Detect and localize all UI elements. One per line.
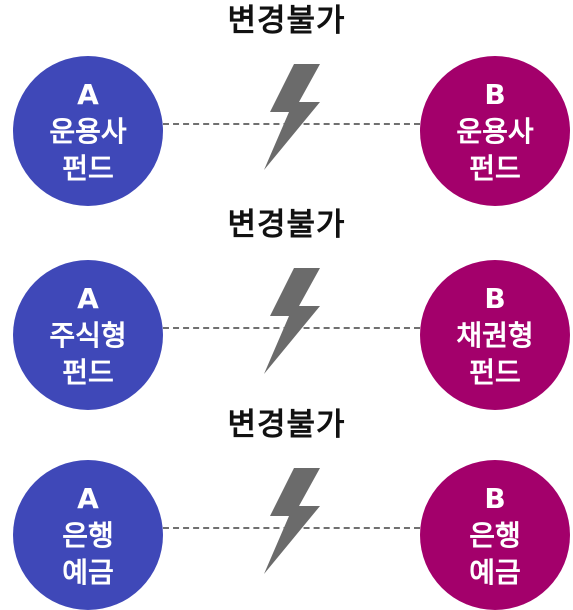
lightning-bolt-icon — [264, 468, 320, 574]
comparison-row-2: 변경불가 A 주식형 펀드 B 채권형 펀드 — [0, 204, 573, 410]
circle-letter: B — [484, 281, 506, 315]
circle-label-line1: 운용사 — [49, 114, 127, 148]
lightning-bolt-icon — [264, 64, 320, 170]
row-title: 변경불가 — [227, 407, 346, 443]
right-circle: B 운용사 펀드 — [420, 56, 570, 206]
row-title: 변경불가 — [227, 207, 346, 243]
circle-label-line2: 예금 — [62, 555, 114, 589]
left-circle: A 운용사 펀드 — [13, 56, 163, 206]
left-circle: A 주식형 펀드 — [13, 260, 163, 410]
circle-label-line2: 펀드 — [62, 355, 114, 389]
lightning-bolt-icon — [264, 268, 320, 374]
circle-label-line1: 은행 — [62, 518, 114, 552]
circle-letter: A — [77, 281, 99, 315]
left-circle: A 은행 예금 — [13, 460, 163, 610]
circle-letter: A — [77, 481, 99, 515]
right-circle: B 채권형 펀드 — [420, 260, 570, 410]
circle-label-line2: 펀드 — [62, 151, 114, 185]
circle-label-line2: 펀드 — [469, 151, 521, 185]
circle-letter: B — [484, 481, 506, 515]
circle-letter: B — [484, 77, 506, 111]
circle-label-line2: 예금 — [469, 555, 521, 589]
circle-label-line1: 은행 — [469, 518, 521, 552]
circle-label-line1: 운용사 — [456, 114, 534, 148]
circle-label-line1: 채권형 — [456, 318, 534, 352]
circle-letter: A — [77, 77, 99, 111]
comparison-row-3: 변경불가 A 은행 예금 B 은행 예금 — [0, 404, 573, 610]
row-title: 변경불가 — [227, 3, 346, 39]
circle-label-line1: 주식형 — [49, 318, 127, 352]
right-circle: B 은행 예금 — [420, 460, 570, 610]
comparison-row-1: 변경불가 A 운용사 펀드 B 운용사 펀드 — [0, 0, 573, 206]
circle-label-line2: 펀드 — [469, 355, 521, 389]
